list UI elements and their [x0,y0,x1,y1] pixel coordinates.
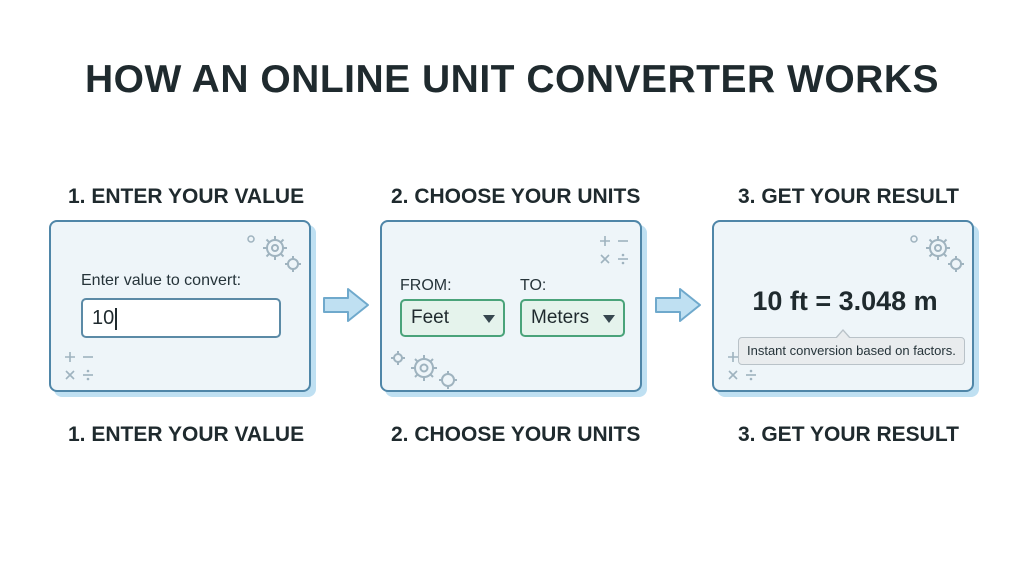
value-input-text: 10 [92,307,115,329]
step-2-label-bottom: 2. CHOOSE YOUR UNITS [391,423,641,446]
gears-icon [910,235,964,272]
step-2-label-top: 2. CHOOSE YOUR UNITS [391,185,641,208]
value-input[interactable]: 10 [81,298,281,338]
step-3-label-bottom: 3. GET YOUR RESULT [738,423,959,446]
text-caret [115,307,117,330]
right-arrow-icon [655,288,701,322]
to-label: TO: [520,277,547,294]
gears-icon [247,235,301,272]
right-arrow-icon [323,288,369,322]
dropdown-arrow-icon [483,315,495,323]
math-operators-icon [65,352,93,381]
from-unit-value: Feet [411,307,450,328]
choose-units-panel: FROM: TO: Feet Meters [380,220,642,392]
result-panel: 10 ft = 3.048 m Instant conversion based… [712,220,974,392]
from-label: FROM: [400,277,452,294]
step-1-label-bottom: 1. ENTER YOUR VALUE [68,423,305,446]
from-unit-select[interactable]: Feet [400,299,505,337]
page-title: HOW AN ONLINE UNIT CONVERTER WORKS [84,58,940,101]
gears-icon [391,351,457,389]
to-unit-value: Meters [531,307,590,328]
to-unit-select[interactable]: Meters [520,299,625,337]
result-tooltip: Instant conversion based on factors. [738,329,965,365]
dropdown-arrow-icon [603,315,615,323]
step-3-label-top: 3. GET YOUR RESULT [738,185,959,208]
enter-value-panel: Enter value to convert: 10 [49,220,311,392]
value-prompt-label: Enter value to convert: [81,272,242,289]
conversion-result: 10 ft = 3.048 m [752,286,938,316]
step-1-label-top: 1. ENTER YOUR VALUE [68,185,305,208]
math-operators-icon [600,236,628,265]
